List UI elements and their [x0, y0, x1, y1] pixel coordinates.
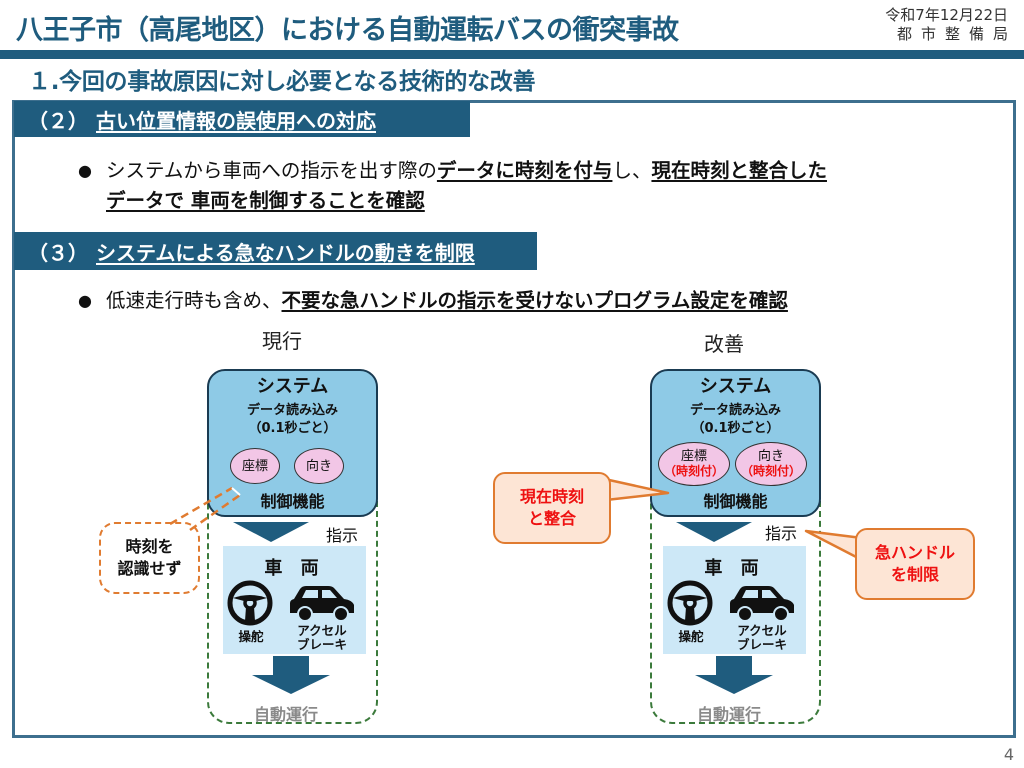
bullet-emphasis: 不要な急ハンドルの指示を受けないプログラム設定を確認	[281, 289, 788, 312]
callout-line: と整合	[527, 509, 576, 528]
bullet-line-2: データで 車両を制御することを確認	[78, 186, 827, 216]
callout-line: 急ハンドル	[874, 543, 955, 562]
accel-brake-label: アクセル ブレーキ	[292, 624, 352, 652]
section-number: （３）	[28, 240, 88, 265]
heading-oval: 向き （時刻付）	[735, 442, 807, 486]
current-system-box: システム データ読み込み （0.1秒ごと） 座標 向き 制御機能	[207, 369, 378, 517]
time-alignment-callout: 現在時刻 と整合	[493, 472, 611, 544]
steering-label: 操舵	[238, 629, 264, 644]
system-label: システム	[699, 376, 772, 397]
oval-label: 座標	[241, 458, 268, 474]
bullet-icon: ●	[78, 291, 92, 310]
bullet-item: ● システムから車両への指示を出す際のデータに時刻を付与し、現在時刻と整合した …	[78, 156, 827, 216]
section-number: （２）	[28, 108, 88, 133]
data-read-label: データ読み込み	[246, 403, 338, 418]
bullet-icon: ●	[78, 161, 92, 180]
label-current: 現行	[262, 329, 302, 353]
page-title: 八王子市（高尾地区）における自動運転バスの衝突事故	[16, 15, 679, 46]
callout-line: 認識せず	[117, 559, 182, 578]
interval-label: （0.1秒ごと）	[691, 421, 780, 436]
vehicle-label: 車 両	[264, 558, 325, 579]
content-frame	[12, 100, 1016, 738]
system-label: システム	[256, 376, 329, 397]
accel-label: アクセル	[737, 623, 787, 638]
date-block: 令和7年12月22日 都市整備局	[885, 6, 1008, 44]
car-icon	[730, 586, 794, 622]
instruction-label: 指示	[765, 524, 798, 543]
instruction-label: 指示	[326, 526, 359, 545]
date: 令和7年12月22日	[885, 6, 1008, 24]
down-triangle-icon	[676, 522, 752, 542]
bullet-emphasis: データで 車両を制御することを確認	[106, 189, 425, 212]
brake-label: ブレーキ	[296, 637, 347, 652]
section-heading-3: （３） システムによる急なハンドルの動きを制限	[14, 232, 537, 270]
section-title: 古い位置情報の誤使用への対応	[96, 108, 376, 133]
auto-operation-label: 自動運行	[254, 705, 319, 724]
auto-operation-label: 自動運行	[697, 705, 762, 724]
down-triangle-icon	[233, 522, 309, 542]
section-title: システムによる急なハンドルの動きを制限	[96, 240, 475, 265]
header-rule	[0, 50, 1024, 59]
car-icon	[290, 586, 354, 622]
heading-oval: 向き	[294, 448, 344, 484]
bullet-text: 低速走行時も含め、	[106, 289, 282, 312]
label-improved: 改善	[704, 332, 744, 356]
bullet-item: ● 低速走行時も含め、不要な急ハンドルの指示を受けないプログラム設定を確認	[78, 286, 788, 316]
timestamp-tag: （時刻付）	[740, 464, 801, 478]
steering-label: 操舵	[678, 629, 704, 644]
steering-wheel-icon	[227, 580, 273, 626]
bullet-line-1: 低速走行時も含め、不要な急ハンドルの指示を受けないプログラム設定を確認	[78, 286, 788, 316]
control-function-label: 制御機能	[703, 492, 768, 511]
timestamp-tag: （時刻付）	[663, 464, 724, 478]
page-number: 4	[1003, 745, 1014, 764]
interval-label: （0.1秒ごと）	[248, 421, 337, 436]
bullet-text: し、	[612, 159, 652, 182]
data-read-label: データ読み込み	[689, 403, 781, 418]
oval-label: 座標	[680, 449, 707, 464]
coordinate-oval: 座標 （時刻付）	[658, 442, 730, 486]
steering-wheel-icon	[667, 580, 713, 626]
callout-line: を制限	[890, 565, 939, 584]
bullet-text: システムから車両への指示を出す際の	[106, 159, 437, 182]
oval-label: 向き	[305, 458, 332, 474]
control-function-label: 制御機能	[260, 492, 325, 511]
accel-label: アクセル	[297, 623, 347, 638]
bullet-emphasis: 現在時刻と整合した	[651, 159, 827, 182]
no-time-recognition-callout: 時刻を 認識せず	[99, 522, 200, 594]
improved-system-box: システム データ読み込み （0.1秒ごと） 座標 （時刻付） 向き （時刻付） …	[650, 369, 821, 517]
oval-label: 向き	[757, 449, 784, 464]
bullet-emphasis: データに時刻を付与	[436, 159, 613, 182]
coordinate-oval: 座標	[230, 448, 280, 484]
brake-label: ブレーキ	[736, 637, 787, 652]
accel-brake-label: アクセル ブレーキ	[732, 624, 792, 652]
callout-line: 現在時刻	[519, 487, 584, 506]
callout-line: 時刻を	[125, 537, 174, 556]
vehicle-label: 車 両	[704, 558, 765, 579]
sharp-steering-limit-callout: 急ハンドル を制限	[855, 528, 975, 600]
department: 都市整備局	[896, 25, 1017, 43]
bullet-line-1: システムから車両への指示を出す際のデータに時刻を付与し、現在時刻と整合した	[78, 156, 827, 186]
section-subtitle: １.今回の事故原因に対し必要となる技術的な改善	[28, 69, 536, 95]
section-heading-2: （２） 古い位置情報の誤使用への対応	[14, 101, 470, 137]
